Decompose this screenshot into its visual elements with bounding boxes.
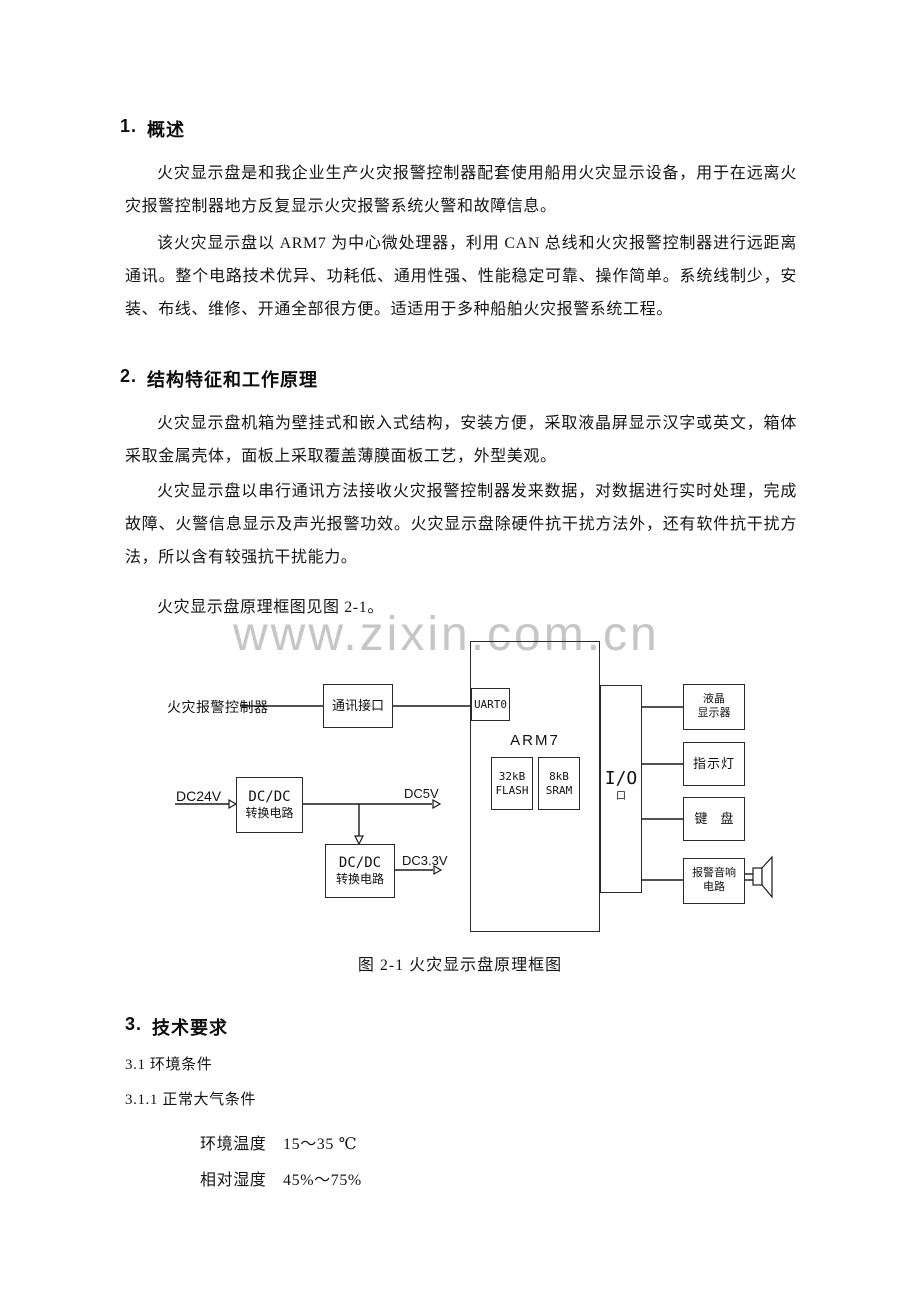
section-1-paragraph-2: 该火灾显示盘以 ARM7 为中心微处理器，利用 CAN 总线和火灾报警控制器进行… — [125, 235, 797, 318]
controller-label: 火灾报警控制器 — [167, 699, 269, 715]
flash-type-label: FLASH — [495, 783, 529, 797]
sram-size-label: 8kB — [549, 769, 569, 783]
dc24v-label: DC24V — [176, 788, 222, 804]
comm-interface-box: 通讯接口 — [323, 684, 393, 728]
io-port-label: I/O口 — [604, 767, 638, 803]
spec-humidity: 相对湿度 45%～75% — [200, 1172, 362, 1189]
section-2-heading: 2. 结构特征和工作原理 — [120, 366, 318, 392]
dcdc1-label-line1: DC/DC — [248, 788, 291, 805]
section-3-number: 3. — [125, 1014, 143, 1034]
arrowhead-dc33v — [433, 864, 443, 876]
section-1-number: 1. — [120, 116, 138, 136]
subsection-3-1: 3.1 环境条件 — [125, 1057, 213, 1073]
alarm-sound-circuit-box: 报警音响 电路 — [683, 858, 745, 904]
subsection-3-1-1: 3.1.1 正常大气条件 — [125, 1092, 256, 1108]
arm7-cpu-box — [470, 641, 600, 932]
arrowhead-down — [354, 835, 364, 846]
arrowhead-dc24v — [228, 798, 238, 810]
section-1-heading: 1. 概述 — [120, 116, 185, 142]
section-3-heading: 3. 技术要求 — [125, 1014, 228, 1040]
io-port-box: I/O口 — [600, 685, 642, 893]
uart0-label: UART0 — [473, 697, 508, 711]
section-2-number: 2. — [120, 366, 138, 386]
block-diagram-connectors — [175, 705, 773, 899]
keyboard-label: 键 盘 — [694, 810, 734, 826]
figure-caption: 图 2-1 火灾显示盘原理框图 — [357, 957, 563, 974]
speaker-icon — [752, 867, 763, 886]
sram-box: 8kB SRAM — [538, 757, 580, 810]
flash-box: 32kB FLASH — [491, 757, 533, 810]
lcd-label-line1: 液晶 — [703, 693, 725, 706]
dcdc-converter-box-1: DC/DC 转换电路 — [236, 777, 303, 833]
dcdc-converter-box-2: DC/DC 转换电路 — [325, 844, 395, 898]
section-2-title: 结构特征和工作原理 — [147, 370, 319, 390]
indicator-light-box: 指示灯 — [683, 742, 745, 786]
comm-interface-label: 通讯接口 — [331, 697, 384, 713]
dc33v-label: DC3.3V — [402, 853, 448, 868]
watermark-text: www.zixin.com.cn — [233, 608, 660, 661]
lcd-label-line2: 显示器 — [697, 707, 731, 719]
section-2-paragraph-2: 火灾显示盘以串行通讯方法接收火灾报警控制器发来数据，对数据进行实时处理，完成故障… — [125, 483, 797, 566]
alarm-label-line1: 报警音响 — [692, 867, 736, 880]
dcdc2-label-line1: DC/DC — [338, 854, 382, 871]
lcd-display-box: 液晶 显示器 — [683, 684, 745, 730]
indicator-light-label: 指示灯 — [692, 755, 735, 771]
flash-size-label: 32kB — [498, 769, 526, 783]
alarm-label-line2: 电路 — [703, 881, 725, 893]
keyboard-box: 键 盘 — [683, 797, 745, 841]
section-1-title: 概述 — [147, 120, 186, 140]
speaker-horn-icon — [761, 855, 773, 899]
dcdc2-label-line2: 转换电路 — [335, 872, 384, 887]
uart0-box: UART0 — [471, 688, 510, 721]
section-3-title: 技术要求 — [152, 1018, 229, 1038]
section-1-paragraph-1: 火灾显示盘是和我企业生产火灾报警控制器配套使用船用火灾显示设备，用于在远离火灾报… — [125, 165, 797, 215]
arrowhead-dc5v — [432, 798, 442, 810]
sram-type-label: SRAM — [545, 783, 573, 797]
dcdc1-label-line2: 转换电路 — [245, 806, 294, 821]
section-2-paragraph-1: 火灾显示盘机箱为壁挂式和嵌入式结构，安装方便，采取液晶屏显示汉字或英文，箱体采取… — [125, 415, 797, 465]
dc5v-label: DC5V — [404, 786, 439, 801]
arm7-label: ARM7 — [510, 732, 560, 749]
figure-reference-line: 火灾显示盘原理框图见图 2-1。 — [157, 599, 384, 616]
spec-temperature: 环境温度 15～35 ℃ — [200, 1136, 358, 1153]
